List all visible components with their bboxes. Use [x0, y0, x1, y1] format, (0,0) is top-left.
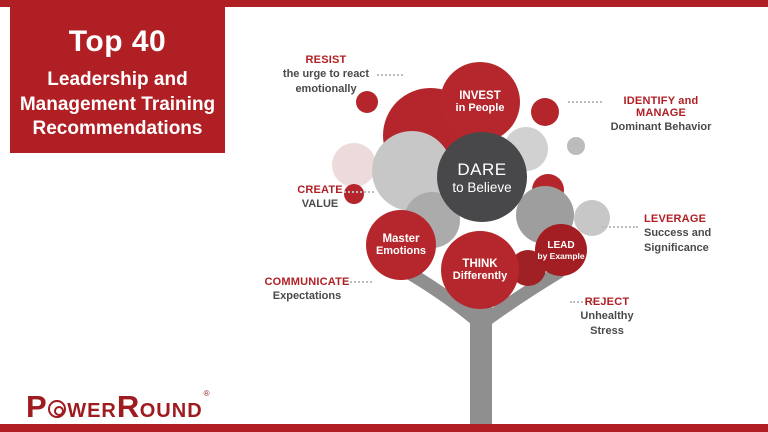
- banner-subtitle: Leadership and Management Training Recom…: [19, 69, 216, 140]
- bubble-invest-line1: INVEST: [459, 90, 501, 102]
- callout-communicate-sub: Expectations: [272, 290, 342, 302]
- logo-letter-p: P: [26, 389, 48, 424]
- bubble-invest: INVEST in People: [440, 62, 520, 142]
- bubble-think-line1: THINK: [462, 258, 498, 270]
- connector-line-leverage: [602, 226, 638, 228]
- connector-line-communicate: [350, 281, 372, 283]
- callout-communicate-title: COMMUNICATE: [264, 276, 350, 288]
- decorative-circle: [332, 143, 376, 187]
- bubble-master-line1: Master: [382, 233, 420, 245]
- logo-letters-ower: WER: [67, 400, 117, 422]
- logo-letters-ound: OUND: [139, 400, 203, 422]
- decorative-circle: [531, 98, 559, 126]
- bubble-dare-to-believe: DARE to Believe: [437, 132, 527, 222]
- callout-resist-sub: the urge to react emotionally: [282, 68, 370, 96]
- dare-line1: DARE: [457, 159, 507, 179]
- decorative-circle: [344, 184, 364, 204]
- bubble-think-line2: Differently: [452, 270, 508, 282]
- callout-identify-title: IDENTIFY and MANAGE: [623, 95, 699, 119]
- callout-reject: REJECT Unhealthy Stress: [578, 296, 636, 340]
- bubble-invest-line2: in People: [455, 102, 505, 114]
- decorative-circle: [356, 91, 378, 113]
- top-accent-bar: [0, 0, 768, 7]
- bubble-master-emotions: Master Emotions: [366, 210, 436, 280]
- callout-leverage-title: LEVERAGE: [644, 213, 707, 225]
- callout-create: CREATE VALUE: [284, 184, 356, 212]
- callout-create-title: CREATE: [297, 184, 343, 196]
- dare-line2: to Believe: [452, 179, 512, 195]
- callout-identify: IDENTIFY and MANAGE Dominant Behavior: [598, 95, 724, 135]
- title-banner: Top 40 Leadership and Management Trainin…: [10, 7, 225, 153]
- callout-resist: RESIST the urge to react emotionally: [270, 54, 382, 98]
- connector-line-reject: [570, 301, 594, 303]
- connector-line-resist: [377, 74, 403, 76]
- bubble-lead-line1: LEAD: [547, 239, 575, 251]
- bottom-accent-bar: [0, 424, 768, 432]
- callout-reject-sub: Unhealthy Stress: [580, 310, 634, 338]
- bubble-lead-by-example: LEAD by Example: [535, 224, 587, 276]
- callout-identify-sub: Dominant Behavior: [610, 121, 712, 133]
- bubble-think-differently: THINK Differently: [441, 231, 519, 309]
- callout-reject-title: REJECT: [584, 296, 630, 308]
- callout-create-sub: VALUE: [301, 198, 339, 210]
- decorative-circle: [574, 200, 610, 236]
- logo-letter-r: R: [116, 389, 140, 424]
- bubble-lead-line2: by Example: [537, 250, 585, 261]
- callout-resist-title: RESIST: [305, 54, 347, 66]
- callout-leverage-sub: Success and Significance: [644, 227, 712, 255]
- bubble-master-line2: Emotions: [375, 245, 427, 257]
- decorative-circle: [567, 137, 585, 155]
- banner-title: Top 40: [68, 25, 167, 58]
- logo-registered-mark: ®: [203, 389, 210, 398]
- callout-leverage: LEVERAGE Success and Significance: [644, 213, 724, 257]
- connector-line-create: [344, 191, 374, 193]
- connector-line-identify: [568, 101, 602, 103]
- callout-communicate: COMMUNICATE Expectations: [260, 276, 354, 304]
- logo-o-icon: [48, 400, 67, 418]
